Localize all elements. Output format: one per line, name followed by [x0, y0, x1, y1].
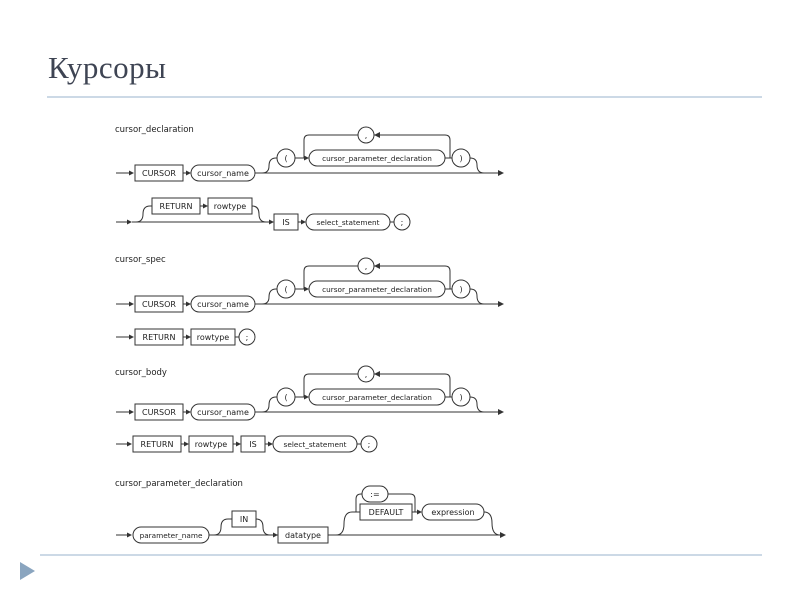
- svg-text:rowtype: rowtype: [195, 440, 228, 449]
- footer-arrow-icon: [20, 562, 35, 580]
- node-open-paren: (: [276, 279, 296, 299]
- svg-text::=: :=: [370, 490, 379, 499]
- node-semicolon: ;: [238, 328, 256, 346]
- node-semicolon: ;: [360, 435, 378, 453]
- diagram-section-label: cursor_body: [115, 368, 167, 378]
- svg-text:expression: expression: [431, 508, 474, 517]
- node-close-paren: ): [451, 148, 471, 168]
- svg-text:IS: IS: [249, 440, 256, 449]
- diagram-cursor-body: cursor_body CURSOR cursor_name: [115, 365, 504, 453]
- node-cursor-keyword: CURSOR: [134, 164, 184, 182]
- node-cursor-keyword: CURSOR: [134, 295, 184, 313]
- svg-text:datatype: datatype: [285, 531, 321, 540]
- svg-text:select_statement: select_statement: [284, 440, 347, 449]
- node-comma-separator: ,: [357, 365, 375, 383]
- svg-text:cursor_name: cursor_name: [197, 169, 249, 178]
- svg-text:CURSOR: CURSOR: [142, 169, 176, 178]
- svg-text:RETURN: RETURN: [141, 440, 174, 449]
- svg-text:RETURN: RETURN: [160, 202, 193, 211]
- node-is-keyword: IS: [240, 435, 266, 453]
- row-rails: [116, 371, 504, 415]
- svg-text:;: ;: [246, 333, 249, 342]
- node-in-keyword: IN: [231, 510, 257, 528]
- svg-text:): ): [459, 393, 462, 402]
- svg-text:): ): [459, 285, 462, 294]
- diagram-section-label: cursor_parameter_declaration: [115, 479, 243, 489]
- svg-text:CURSOR: CURSOR: [142, 300, 176, 309]
- slide-title: Курсоры: [48, 50, 167, 85]
- rule-row-spec-head: CURSOR cursor_name ( , cursor_parameter_…: [116, 257, 504, 313]
- svg-text:;: ;: [401, 218, 404, 227]
- svg-text:): ): [459, 154, 462, 163]
- node-parameter-name: parameter_name: [132, 526, 210, 544]
- node-cursor-parameter-declaration: cursor_parameter_declaration: [308, 388, 446, 406]
- svg-text:RETURN: RETURN: [143, 333, 176, 342]
- diagram-section-label: cursor_spec: [115, 255, 166, 265]
- diagram-cursor-declaration: cursor_declaration CURSOR cursor_na: [115, 125, 504, 231]
- svg-text:(: (: [284, 285, 287, 294]
- svg-text:IN: IN: [240, 515, 248, 524]
- node-close-paren: ): [451, 387, 471, 407]
- svg-text:,: ,: [365, 131, 368, 140]
- node-assign-operator: :=: [361, 485, 389, 503]
- node-open-paren: (: [276, 387, 296, 407]
- node-return-keyword: RETURN: [151, 197, 201, 215]
- node-cursor-keyword: CURSOR: [134, 403, 184, 421]
- node-cursor-name: cursor_name: [190, 164, 256, 182]
- node-cursor-parameter-declaration: cursor_parameter_declaration: [308, 149, 446, 167]
- rule-row-parameter: parameter_name IN datatype := DEFAULT ex…: [116, 485, 506, 544]
- svg-text:cursor_parameter_declaration: cursor_parameter_declaration: [322, 393, 432, 402]
- diagram-cursor-spec: cursor_spec CURSOR cursor_name: [115, 255, 504, 346]
- svg-text:;: ;: [368, 440, 371, 449]
- rule-row-body-tail: RETURN rowtype IS select_statement ;: [116, 435, 378, 453]
- rule-row-declaration-tail: RETURN rowtype IS select_statement ;: [116, 197, 411, 231]
- svg-text:CURSOR: CURSOR: [142, 408, 176, 417]
- node-datatype: datatype: [277, 526, 329, 544]
- node-rowtype: rowtype: [190, 328, 236, 346]
- node-return-keyword: RETURN: [132, 435, 182, 453]
- node-close-paren: ): [451, 279, 471, 299]
- node-select-statement: select_statement: [272, 435, 358, 453]
- rule-row-declaration-head: CURSOR cursor_name ( , cursor_parameter_…: [116, 126, 504, 182]
- node-rowtype: rowtype: [207, 197, 253, 215]
- svg-text:cursor_parameter_declaration: cursor_parameter_declaration: [322, 154, 432, 163]
- node-open-paren: (: [276, 148, 296, 168]
- node-cursor-name: cursor_name: [190, 403, 256, 421]
- svg-text:DEFAULT: DEFAULT: [369, 508, 404, 517]
- row-rails: [116, 203, 394, 225]
- node-select-statement: select_statement: [305, 213, 391, 231]
- svg-text:rowtype: rowtype: [214, 202, 247, 211]
- rule-row-spec-tail: RETURN rowtype ;: [116, 328, 256, 346]
- node-cursor-parameter-declaration: cursor_parameter_declaration: [308, 280, 446, 298]
- node-comma-separator: ,: [357, 257, 375, 275]
- svg-text:cursor_name: cursor_name: [197, 408, 249, 417]
- svg-text:(: (: [284, 393, 287, 402]
- node-semicolon: ;: [393, 213, 411, 231]
- svg-text:rowtype: rowtype: [197, 333, 230, 342]
- row-rails: [116, 493, 506, 538]
- rule-row-body-head: CURSOR cursor_name ( , cursor_parameter_…: [116, 365, 504, 421]
- node-cursor-name: cursor_name: [190, 295, 256, 313]
- svg-text:IS: IS: [282, 218, 289, 227]
- svg-text:cursor_name: cursor_name: [197, 300, 249, 309]
- svg-text:parameter_name: parameter_name: [140, 531, 203, 540]
- diagram-section-label: cursor_declaration: [115, 125, 194, 135]
- diagram-cursor-parameter-declaration: cursor_parameter_declaration parameter_n…: [115, 479, 506, 544]
- node-default-keyword: DEFAULT: [359, 503, 413, 521]
- svg-text:cursor_parameter_declaration: cursor_parameter_declaration: [322, 285, 432, 294]
- node-is-keyword: IS: [273, 213, 299, 231]
- node-comma-separator: ,: [357, 126, 375, 144]
- node-rowtype: rowtype: [188, 435, 234, 453]
- footer-divider-line: [40, 554, 762, 556]
- row-rails: [116, 132, 504, 176]
- title-divider-line: [47, 96, 762, 98]
- node-return-keyword: RETURN: [134, 328, 184, 346]
- svg-text:select_statement: select_statement: [317, 218, 380, 227]
- node-expression: expression: [421, 503, 485, 521]
- svg-text:,: ,: [365, 262, 368, 271]
- svg-text:(: (: [284, 154, 287, 163]
- svg-text:,: ,: [365, 370, 368, 379]
